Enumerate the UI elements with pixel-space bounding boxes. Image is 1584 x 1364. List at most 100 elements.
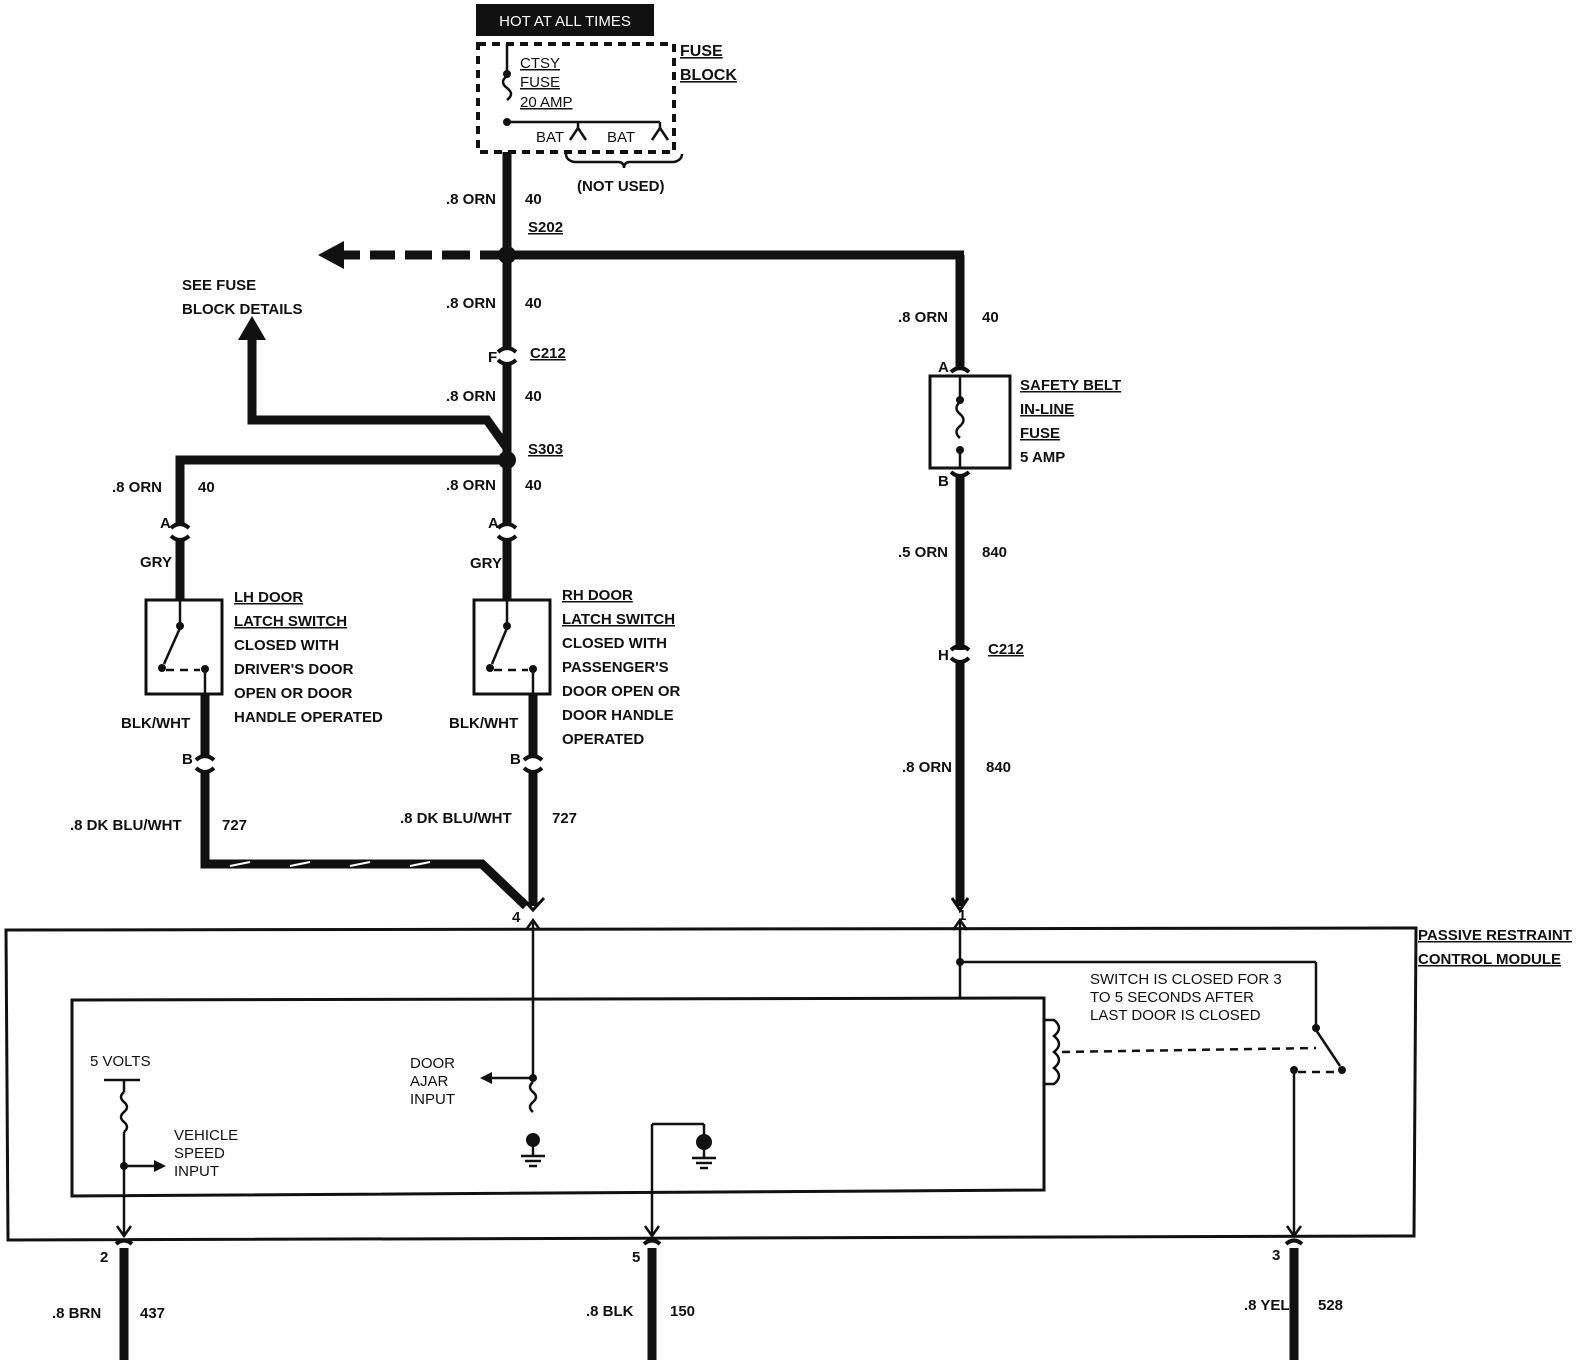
- fuse-20amp-icon: [501, 75, 513, 101]
- svg-text:40: 40: [198, 479, 215, 496]
- svg-text:DRIVER'S DOOR: DRIVER'S DOOR: [234, 661, 354, 678]
- svg-text:S202: S202: [528, 219, 563, 236]
- svg-text:B: B: [510, 751, 521, 768]
- svg-text:IN-LINE: IN-LINE: [1020, 401, 1074, 418]
- svg-text:FUSE: FUSE: [520, 74, 560, 91]
- svg-text:SAFETY BELT: SAFETY BELT: [1020, 377, 1121, 394]
- svg-text:2: 2: [100, 1249, 108, 1266]
- svg-text:TO 5 SECONDS AFTER: TO 5 SECONDS AFTER: [1090, 989, 1254, 1006]
- svg-text:.8 ORN: .8 ORN: [446, 191, 496, 208]
- svg-text:LATCH SWITCH: LATCH SWITCH: [234, 613, 347, 630]
- svg-text:CONTROL MODULE: CONTROL MODULE: [1418, 951, 1561, 968]
- svg-text:GRY: GRY: [140, 554, 172, 571]
- svg-text:5 VOLTS: 5 VOLTS: [90, 1053, 151, 1070]
- svg-text:.8 ORN: .8 ORN: [446, 477, 496, 494]
- svg-text:727: 727: [222, 817, 247, 834]
- svg-text:40: 40: [525, 191, 542, 208]
- svg-text:OPEN OR DOOR: OPEN OR DOOR: [234, 685, 353, 702]
- arrow-left-icon: [318, 241, 344, 269]
- svg-text:HANDLE OPERATED: HANDLE OPERATED: [234, 709, 383, 726]
- svg-text:RH DOOR: RH DOOR: [562, 587, 633, 604]
- svg-text:SWITCH IS CLOSED FOR 3: SWITCH IS CLOSED FOR 3: [1090, 971, 1282, 988]
- svg-text:INPUT: INPUT: [410, 1091, 455, 1108]
- svg-text:B: B: [938, 473, 949, 490]
- svg-text:BAT: BAT: [607, 129, 635, 146]
- svg-text:528: 528: [1318, 1297, 1343, 1314]
- svg-text:LAST DOOR IS CLOSED: LAST DOOR IS CLOSED: [1090, 1007, 1261, 1024]
- svg-text:727: 727: [552, 810, 577, 827]
- svg-text:20 AMP: 20 AMP: [520, 94, 573, 111]
- svg-text:.8 BLK: .8 BLK: [586, 1303, 634, 1320]
- rh-door-latch-switch: RH DOOR LATCH SWITCH CLOSED WITH PASSENG…: [472, 587, 681, 748]
- svg-text:BLOCK: BLOCK: [680, 67, 737, 84]
- svg-text:INPUT: INPUT: [174, 1163, 219, 1180]
- svg-text:CLOSED WITH: CLOSED WITH: [562, 635, 667, 652]
- svg-text:.5 ORN: .5 ORN: [898, 544, 948, 561]
- connector-c212-h: H C212: [938, 641, 1024, 664]
- svg-text:C212: C212: [530, 345, 566, 362]
- svg-text:40: 40: [525, 388, 542, 405]
- svg-text:.8 ORN: .8 ORN: [898, 309, 948, 326]
- svg-text:5: 5: [632, 1249, 640, 1266]
- svg-text:.8 BRN: .8 BRN: [52, 1305, 101, 1322]
- svg-text:S303: S303: [528, 441, 563, 458]
- svg-text:HOT AT ALL TIMES: HOT AT ALL TIMES: [499, 13, 631, 30]
- svg-text:H: H: [938, 647, 949, 664]
- svg-text:PASSENGER'S: PASSENGER'S: [562, 659, 669, 676]
- svg-text:(NOT USED): (NOT USED): [577, 178, 665, 195]
- svg-text:LATCH SWITCH: LATCH SWITCH: [562, 611, 675, 628]
- svg-text:OPERATED: OPERATED: [562, 731, 644, 748]
- safety-belt-inline-fuse: A B SAFETY BELT IN-LINE FUSE 5 AMP: [928, 359, 1121, 490]
- svg-text:4: 4: [512, 909, 521, 926]
- svg-text:840: 840: [986, 759, 1011, 776]
- ground-icon: [521, 1146, 545, 1168]
- connector-lh-a: A: [160, 515, 191, 542]
- svg-text:.8 ORN: .8 ORN: [902, 759, 952, 776]
- svg-text:5 AMP: 5 AMP: [1020, 449, 1065, 466]
- hot-at-all-times-label: HOT AT ALL TIMES: [476, 4, 654, 36]
- svg-text:AJAR: AJAR: [410, 1073, 449, 1090]
- svg-text:.8 YEL: .8 YEL: [1244, 1297, 1290, 1314]
- svg-text:DOOR OPEN OR: DOOR OPEN OR: [562, 683, 681, 700]
- pin-3-wire: 3 .8 YEL 528: [1244, 1238, 1343, 1360]
- resistor-icon: [119, 1091, 129, 1133]
- connector-c212-f: F C212: [488, 345, 566, 366]
- svg-text:.8 DK BLU/WHT: .8 DK BLU/WHT: [70, 817, 182, 834]
- arrow-left-icon: [480, 1072, 492, 1084]
- pin-5-wire: 5 .8 BLK 150: [586, 1238, 695, 1360]
- svg-text:BLK/WHT: BLK/WHT: [449, 715, 518, 732]
- wire-see-fuse-branch: [247, 338, 511, 451]
- svg-text:PASSIVE RESTRAINT: PASSIVE RESTRAINT: [1418, 927, 1572, 944]
- pin-2-wire: 2 .8 BRN 437: [52, 1238, 165, 1360]
- svg-text:BLOCK DETAILS: BLOCK DETAILS: [182, 301, 303, 318]
- ground-icon: [692, 1150, 716, 1170]
- svg-text:C212: C212: [988, 641, 1024, 658]
- svg-text:40: 40: [525, 477, 542, 494]
- arrow-up-icon: [238, 316, 266, 340]
- svg-text:3: 3: [1272, 1247, 1280, 1264]
- svg-text:DOOR: DOOR: [410, 1055, 455, 1072]
- arrow-right-icon: [154, 1160, 166, 1172]
- svg-text:1: 1: [958, 907, 966, 924]
- svg-text:A: A: [160, 515, 171, 532]
- lh-door-latch-switch: LH DOOR LATCH SWITCH CLOSED WITH DRIVER'…: [144, 589, 383, 726]
- svg-text:BAT: BAT: [536, 129, 564, 146]
- svg-text:GRY: GRY: [470, 555, 502, 572]
- svg-text:.8 DK BLU/WHT: .8 DK BLU/WHT: [400, 810, 512, 827]
- relay-coil-icon: [1044, 1018, 1317, 1086]
- connector-rh-a: A: [488, 515, 518, 542]
- svg-text:SEE FUSE: SEE FUSE: [182, 277, 256, 294]
- svg-text:A: A: [938, 359, 949, 376]
- svg-text:DOOR HANDLE: DOOR HANDLE: [562, 707, 674, 724]
- svg-text:.8 ORN: .8 ORN: [446, 388, 496, 405]
- svg-text:CTSY: CTSY: [520, 55, 560, 72]
- svg-text:SPEED: SPEED: [174, 1145, 225, 1162]
- svg-text:FUSE: FUSE: [1020, 425, 1060, 442]
- svg-text:40: 40: [982, 309, 999, 326]
- svg-text:B: B: [182, 751, 193, 768]
- svg-text:BLK/WHT: BLK/WHT: [121, 715, 190, 732]
- passive-restraint-control-module: PASSIVE RESTRAINT CONTROL MODULE DOOR AJ…: [4, 917, 1572, 1242]
- svg-text:VEHICLE: VEHICLE: [174, 1127, 238, 1144]
- resistor-icon: [528, 1081, 538, 1113]
